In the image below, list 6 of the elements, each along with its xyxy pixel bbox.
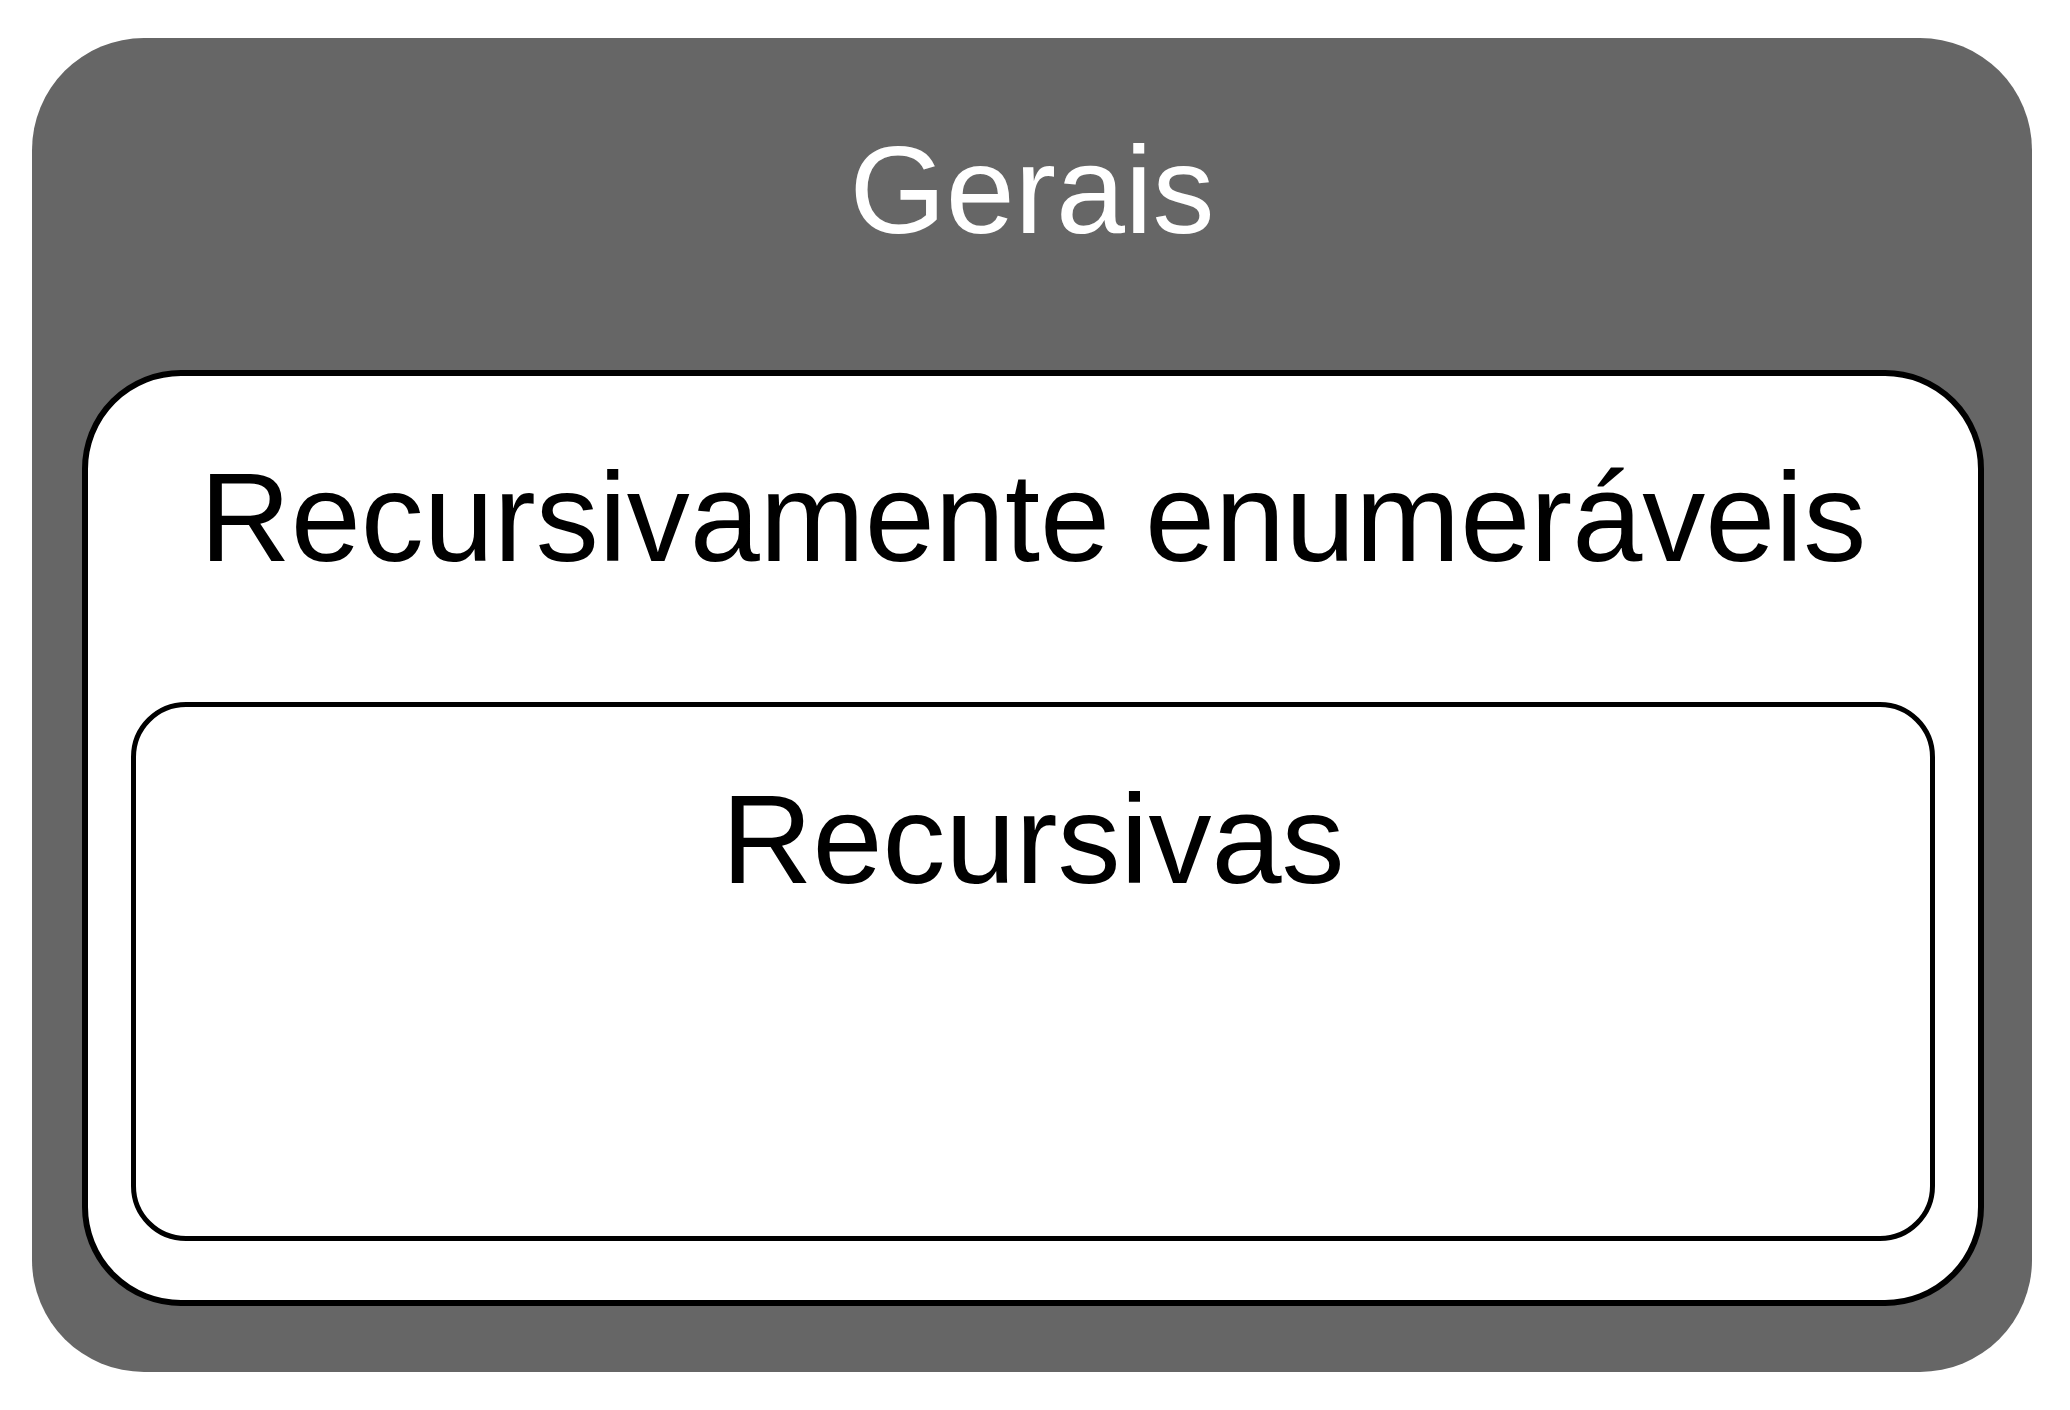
region-label: Recursivamente enumeráveis	[199, 446, 1867, 590]
region-label: Gerais	[849, 120, 1215, 261]
inner-region	[131, 702, 1935, 1241]
region-label: Recursivas	[721, 768, 1345, 912]
outer-region	[32, 38, 2032, 1372]
middle-region	[82, 370, 1984, 1306]
